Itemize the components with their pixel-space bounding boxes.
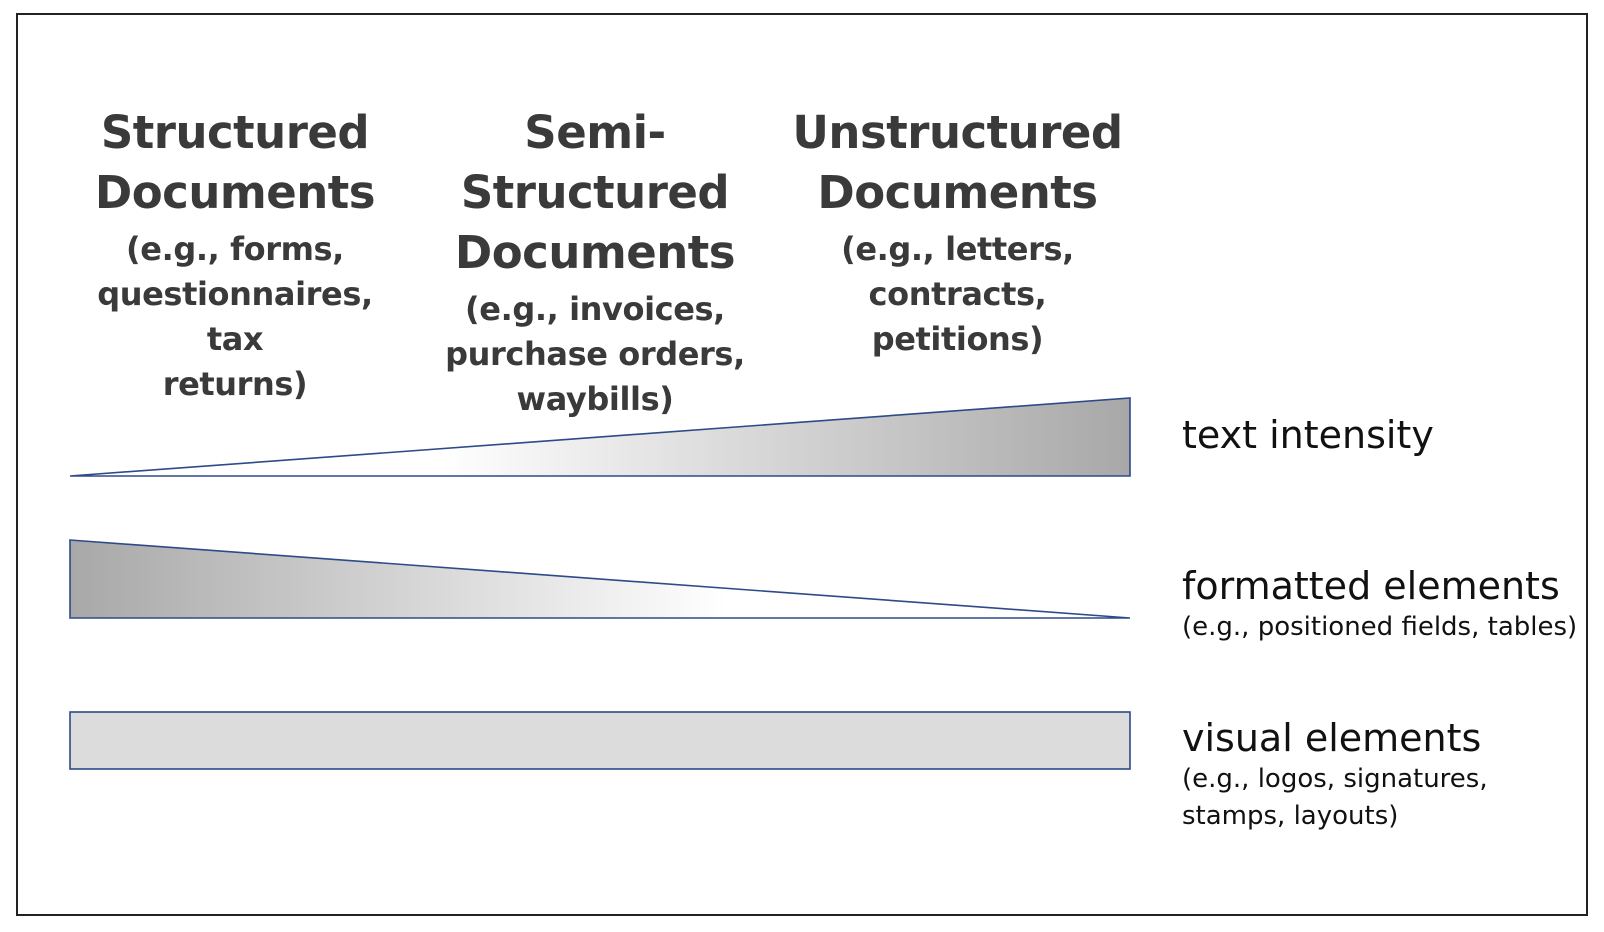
column-title-line: Unstructured xyxy=(792,106,1123,159)
column-example-line: contracts, petitions) xyxy=(868,275,1047,358)
row-label-formatted-elements: formatted elements (e.g., positioned fie… xyxy=(1182,563,1577,646)
column-title-line: Documents xyxy=(94,166,376,219)
column-example-line: (e.g., invoices, xyxy=(465,290,725,328)
visual-elements-bar xyxy=(69,711,1131,770)
row-label: formatted elements xyxy=(1182,564,1560,608)
column-title-line: Structured xyxy=(100,106,370,159)
column-example-line: questionnaires, tax xyxy=(97,275,373,358)
column-title-line: Semi-Structured xyxy=(460,106,730,219)
column-example-line: (e.g., forms, xyxy=(126,230,344,268)
formatted-elements-wedge xyxy=(69,539,1131,619)
column-title-line: Documents xyxy=(817,166,1098,219)
row-label-visual-elements: visual elements (e.g., logos, signatures… xyxy=(1182,715,1488,835)
row-label: visual elements xyxy=(1182,716,1482,760)
row-example: (e.g., logos, signatures, xyxy=(1182,764,1488,794)
row-label-text-intensity: text intensity xyxy=(1182,412,1434,458)
column-example-line: purchase orders, xyxy=(445,335,745,373)
text-intensity-wedge xyxy=(69,397,1131,477)
column-example-line: (e.g., letters, xyxy=(841,230,1074,268)
column-title-line: Documents xyxy=(454,226,736,279)
column-example-line: waybills) xyxy=(516,380,674,418)
column-unstructured: Unstructured Documents (e.g., letters, c… xyxy=(780,103,1135,362)
row-example: stamps, layouts) xyxy=(1182,801,1399,831)
row-example: (e.g., positioned fields, tables) xyxy=(1182,612,1578,642)
column-structured: Structured Documents (e.g., forms, quest… xyxy=(70,103,400,407)
row-label: text intensity xyxy=(1182,413,1434,457)
column-semi-structured: Semi-Structured Documents (e.g., invoice… xyxy=(405,103,785,422)
diagram-frame xyxy=(16,13,1588,916)
column-example-line: returns) xyxy=(162,365,308,403)
